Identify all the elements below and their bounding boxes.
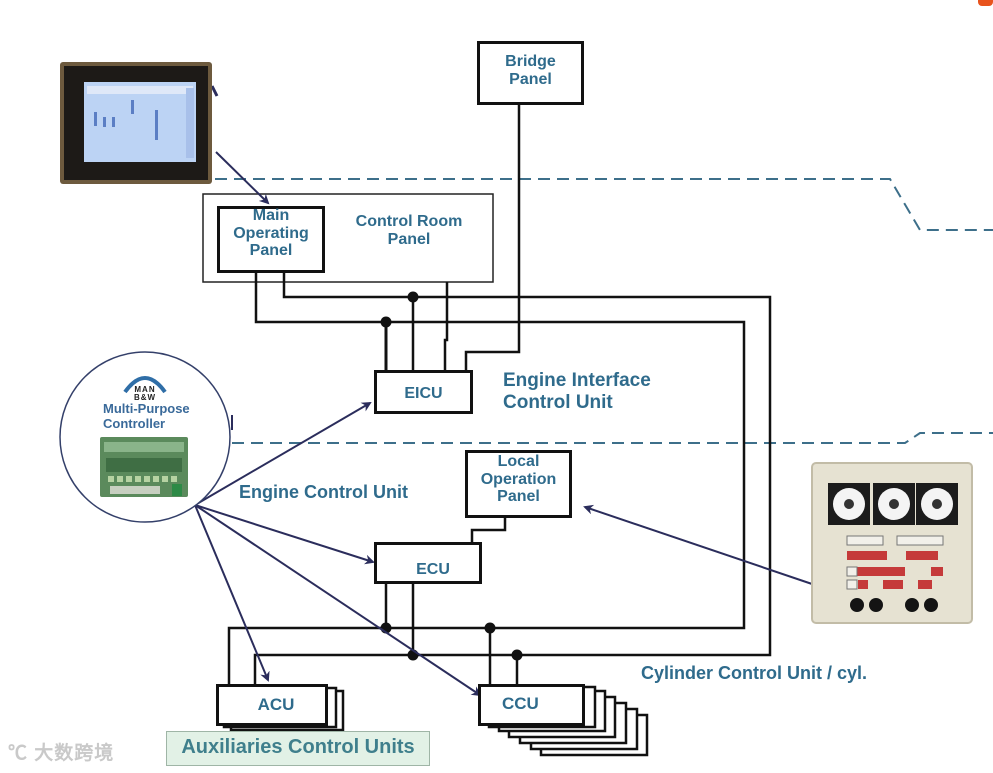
bridge-panel-label: Bridge Panel <box>477 53 584 90</box>
wire-mop-a <box>227 272 746 685</box>
eicu-desc-line2: Control Unit <box>503 391 613 413</box>
bridge-panel-line1: Bridge <box>505 53 556 70</box>
junction-dot <box>511 649 523 661</box>
man-bw-logo: MAN B&W <box>120 386 170 401</box>
ecu-description: Engine Control Unit <box>239 482 408 502</box>
mpc-line1: Multi-Purpose <box>103 401 190 416</box>
acu-description: Auxiliaries Control Units <box>166 731 430 766</box>
mop-line3: Panel <box>249 242 293 260</box>
eicu-label: EICU <box>404 385 443 402</box>
wire-bridge <box>464 105 521 371</box>
main-operating-panel-label: Main Operating Panel <box>217 207 325 260</box>
ecu-label: ECU <box>416 561 450 578</box>
watermark-logo-icon: ℃ <box>8 743 35 764</box>
gauge-panel-photo <box>811 462 973 624</box>
lop-line3: Panel <box>497 488 540 506</box>
wire-mop-b <box>253 272 772 685</box>
arrow-mpc-to-ccu <box>194 504 482 697</box>
touchscreen-display-photo <box>60 62 212 184</box>
ecu-box <box>374 542 482 584</box>
crp-line2: Panel <box>387 231 431 249</box>
multi-purpose-controller-label: Multi-Purpose Controller <box>103 401 190 432</box>
man-bw-logo-arc <box>123 376 167 394</box>
main-operating-panel <box>217 206 325 273</box>
control-room-panel-frame <box>202 193 494 283</box>
corner-accent <box>978 0 993 6</box>
local-operation-panel-label: Local Operation Panel <box>465 453 572 506</box>
man-logo-line1: MAN <box>134 385 156 394</box>
crp-line1: Control Room <box>355 213 463 230</box>
arrow-mpc-to-eicu <box>194 401 372 506</box>
wire-crp <box>443 282 449 371</box>
acu-box <box>216 684 328 726</box>
local-operation-panel <box>465 450 572 518</box>
watermark-text: 大数跨境 <box>34 743 115 764</box>
lop-line1: Local <box>497 453 540 470</box>
eicu-description: Engine Interface Control Unit <box>503 370 651 414</box>
arrow-mpc-to-ecu <box>194 504 375 565</box>
junction-dot <box>484 622 496 634</box>
arrow-photo-to-lop <box>583 504 816 586</box>
mpc-line2: Controller <box>103 415 166 431</box>
arrow-mpc-to-acu <box>194 504 270 682</box>
watermark: ℃ 大数跨境 <box>8 738 114 765</box>
mop-line2: Operating <box>233 224 309 242</box>
junction-dot <box>407 291 419 303</box>
acu-label: ACU <box>257 695 295 714</box>
man-logo-line2: B&W <box>133 392 157 402</box>
ccu-box <box>478 684 585 726</box>
arrow-tick <box>210 85 219 97</box>
wire-lop-ecu <box>470 516 507 543</box>
eicu-desc-line1: Engine Interface <box>503 370 651 391</box>
dashed-boundary-upper <box>215 178 993 231</box>
circuit-board-photo <box>100 437 188 497</box>
bridge-panel-line2: Panel <box>509 71 552 89</box>
mop-line1: Main <box>252 207 290 224</box>
junction-dot <box>380 316 392 328</box>
ccu-description: Cylinder Control Unit / cyl. <box>641 663 868 683</box>
arrow-photo-to-mop <box>215 151 270 205</box>
bridge-panel <box>477 41 584 105</box>
lop-line2: Operation <box>480 470 557 488</box>
dashed-boundary-lower <box>232 432 993 444</box>
control-room-panel-label: Control Room Panel <box>335 213 483 250</box>
ccu-label: CCU <box>502 694 539 713</box>
eicu-box <box>374 370 473 414</box>
